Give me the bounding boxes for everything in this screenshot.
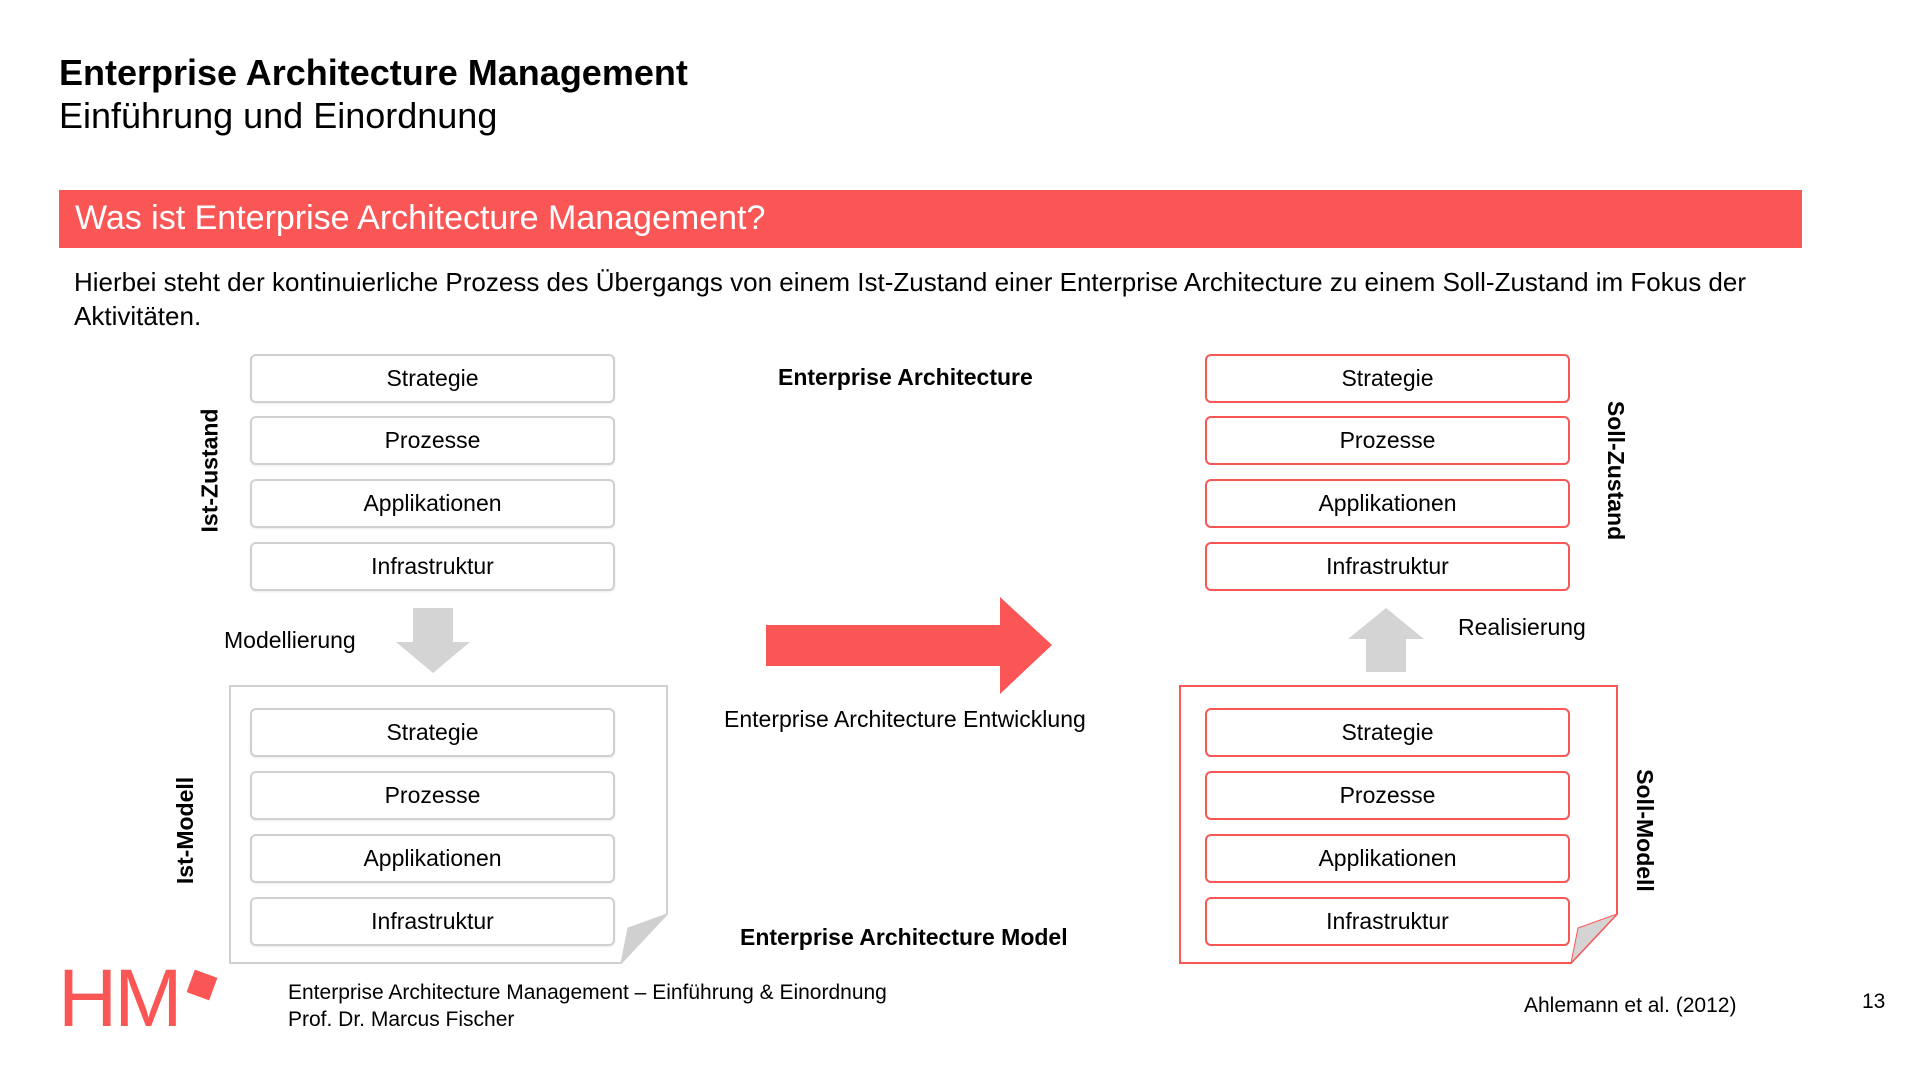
ist-modell-layer-infrastruktur: Infrastruktur xyxy=(250,897,615,946)
ist-modell-layer-prozesse: Prozesse xyxy=(250,771,615,820)
realisierung-label: Realisierung xyxy=(1458,614,1586,640)
soll-zustand-label: Soll-Zustand xyxy=(1603,400,1630,540)
footer-course: Enterprise Architecture Management – Ein… xyxy=(288,981,887,1004)
ist-modell-page-curl xyxy=(620,913,668,965)
ist-zustand-layer-infrastruktur: Infrastruktur xyxy=(250,542,615,591)
soll-zustand-layer-strategie: Strategie xyxy=(1205,354,1570,403)
ist-modell-layer-applikationen: Applikationen xyxy=(250,834,615,883)
soll-zustand-layer-applikationen: Applikationen xyxy=(1205,479,1570,528)
ea-entwicklung-label: Enterprise Architecture Entwicklung xyxy=(724,706,1086,732)
ist-zustand-layer-strategie: Strategie xyxy=(250,354,615,403)
soll-modell-layer-infrastruktur: Infrastruktur xyxy=(1205,897,1570,946)
enterprise-architecture-label: Enterprise Architecture xyxy=(778,364,1033,390)
realisierung-arrow xyxy=(1348,608,1424,672)
soll-zustand-layer-infrastruktur: Infrastruktur xyxy=(1205,542,1570,591)
footer-citation: Ahlemann et al. (2012) xyxy=(1524,994,1737,1017)
slide-subtitle: Einführung und Einordnung xyxy=(59,95,498,136)
ist-modell-layer-strategie: Strategie xyxy=(250,708,615,757)
intro-text: Hierbei steht der kontinuierliche Prozes… xyxy=(74,267,1747,331)
ist-modell-label: Ist-Modell xyxy=(172,776,199,884)
modellierung-arrow xyxy=(396,608,470,673)
ist-zustand-label: Ist-Zustand xyxy=(196,408,223,532)
page-number: 13 xyxy=(1862,990,1886,1013)
soll-zustand-layer-prozesse: Prozesse xyxy=(1205,416,1570,465)
soll-modell-layer-strategie: Strategie xyxy=(1205,708,1570,757)
footer-author: Prof. Dr. Marcus Fischer xyxy=(288,1008,515,1031)
ea-entwicklung-arrow xyxy=(766,597,1052,694)
soll-modell-layer-applikationen: Applikationen xyxy=(1205,834,1570,883)
slide-title: Enterprise Architecture Management xyxy=(59,52,688,93)
ea-model-label: Enterprise Architecture Model xyxy=(740,924,1068,950)
section-heading-bar: Was ist Enterprise Architecture Manageme… xyxy=(59,190,1802,248)
soll-modell-layer-prozesse: Prozesse xyxy=(1205,771,1570,820)
ist-zustand-layer-prozesse: Prozesse xyxy=(250,416,615,465)
modellierung-label: Modellierung xyxy=(224,627,356,653)
ist-zustand-layer-applikationen: Applikationen xyxy=(250,479,615,528)
section-heading: Was ist Enterprise Architecture Manageme… xyxy=(75,199,766,237)
hm-logo: HM xyxy=(58,953,183,1044)
soll-modell-label: Soll-Modell xyxy=(1631,768,1658,892)
soll-modell-page-curl xyxy=(1570,913,1618,965)
